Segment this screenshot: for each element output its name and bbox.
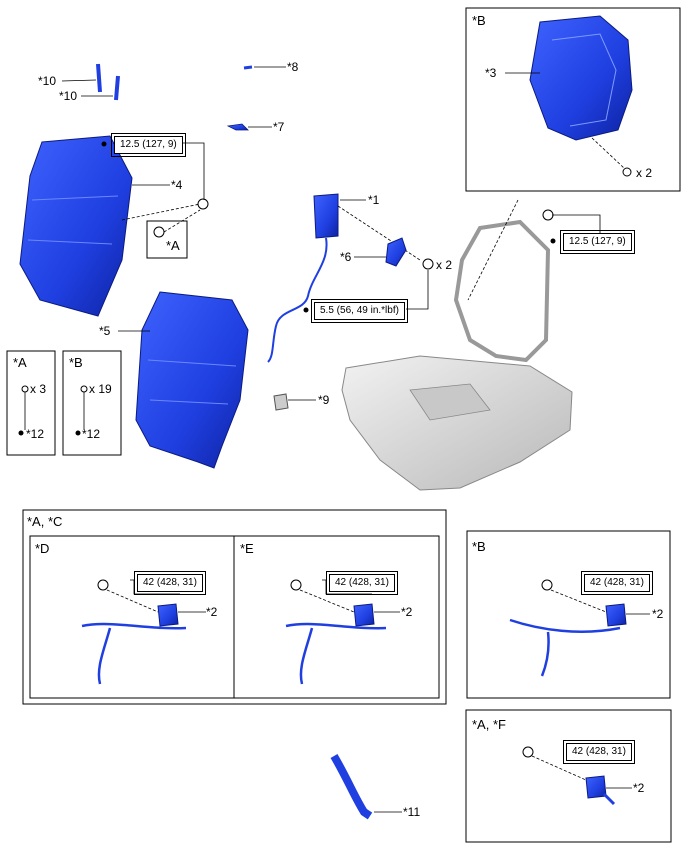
panel-ac [22,509,447,705]
qty-x3: x 3 [30,382,47,396]
torque-5-5: 5.5 (56, 49 in.*lbf) [311,299,408,323]
part-2-label-e: *2 [401,605,413,619]
part-10b-label: *10 [59,89,78,103]
bolt-6 [422,258,434,270]
torque-12-5-b: 12.5 (127, 9) [560,230,635,254]
part-4-shape [19,135,133,317]
part-2-label-b: *2 [652,607,664,621]
qty-x19: x 19 [89,382,112,396]
seat-frame-base [341,355,573,491]
callout-a-box [146,220,188,259]
panel-b-top [465,7,681,192]
panel-d [29,535,235,699]
panel-b-bottom [466,530,671,699]
callout-a-label: *A [166,238,180,253]
seat-frame-back [453,219,551,363]
panel-af-title: *A, *F [472,717,506,732]
panel-b-bottom-title: *B [472,539,486,554]
bolt-4 [197,198,209,210]
qty-x2-b: x 2 [636,166,653,180]
legend-a-title: *A [13,355,27,370]
part-3-shape [529,15,633,141]
part-5-shape [135,291,249,469]
torque-12-5-a: 12.5 (127, 9) [111,133,186,157]
legend-a-box [6,350,56,456]
panel-e-title: *E [240,541,254,556]
torque-42-d: 42 (428, 31) [134,571,206,595]
part-8-label: *8 [287,60,299,74]
part-9-label: *9 [318,393,330,407]
part-10a-label: *10 [38,74,57,88]
bolt-frame [542,209,554,221]
part-7-label: *7 [273,120,285,134]
panel-e [233,535,440,699]
legend-b-box [62,350,122,456]
panel-b-top-title: *B [472,13,486,28]
panel-af [465,709,672,843]
bolt-b-top [622,167,632,177]
legend-b-title: *B [69,355,83,370]
part-3-label: *3 [485,66,497,80]
part-4-label: *4 [171,178,183,192]
part-12-label-a: *12 [26,427,45,441]
torque-42-af: 42 (428, 31) [563,740,635,764]
part-1-label: *1 [368,193,380,207]
part-1-shape [313,193,339,239]
torque-42-e: 42 (428, 31) [326,571,398,595]
part-5-label: *5 [99,324,111,338]
part-6-label: *6 [340,250,352,264]
part-2-label-d: *2 [206,605,218,619]
part-2-label-af: *2 [633,781,645,795]
part-6-shape [385,237,407,267]
panel-d-title: *D [35,541,50,556]
qty-x2-6: x 2 [436,258,453,272]
panel-ac-title: *A, *C [27,514,63,529]
part-12-label-b: *12 [82,427,101,441]
torque-42-b: 42 (428, 31) [581,571,653,595]
part-11-label: *11 [403,805,421,819]
